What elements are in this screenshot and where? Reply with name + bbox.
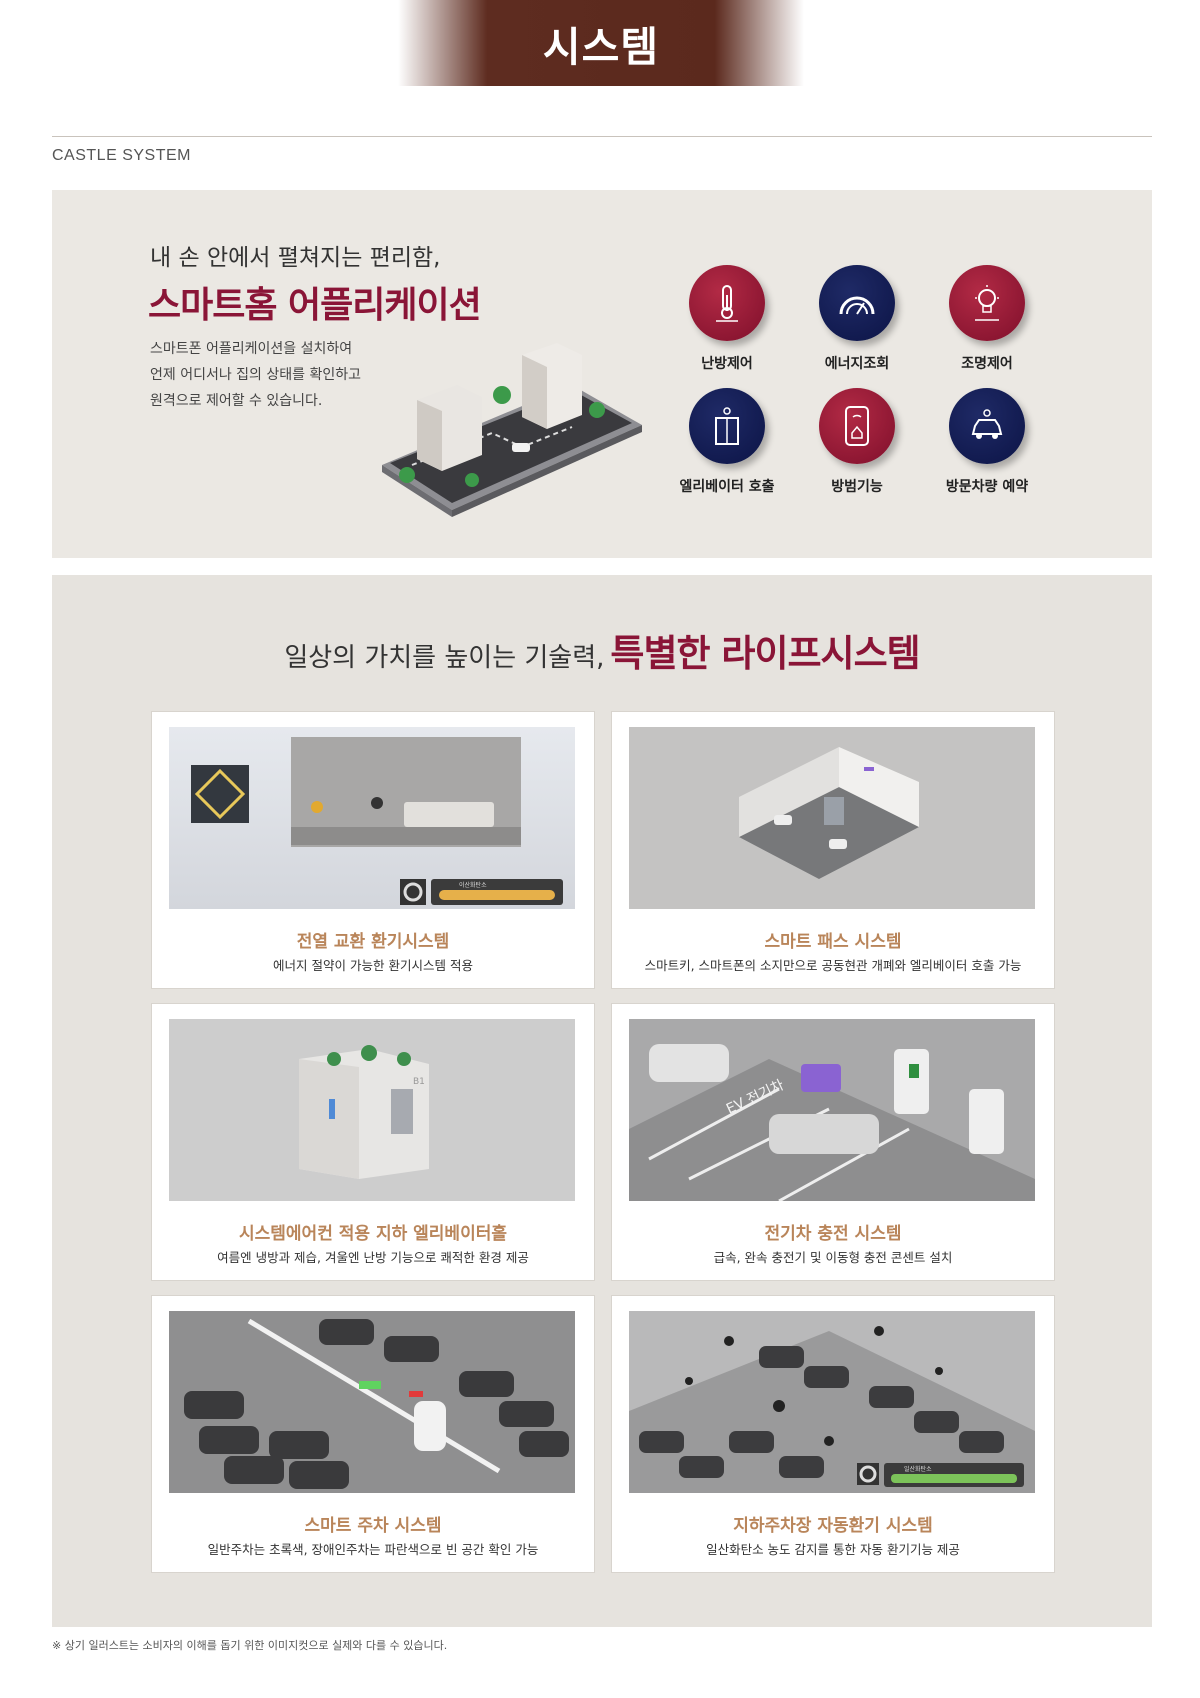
parking-ventilation-illustration: 일산화탄소 <box>629 1311 1035 1493</box>
feature-lighting[interactable]: 조명제어 <box>937 265 1037 373</box>
feature-visitor-car[interactable]: 방문차량 예약 <box>937 388 1037 496</box>
smart-parking-illustration <box>169 1311 575 1493</box>
page-title: 시스템 <box>542 23 660 71</box>
ev-charging-illustration: EV 전기차 <box>629 1019 1035 1201</box>
card-description: 에너지 절약이 가능한 환기시스템 적용 <box>273 958 473 973</box>
card-description: 일반주차는 초록색, 장애인주차는 파란색으로 빈 공간 확인 가능 <box>207 1542 539 1557</box>
life-heading-emphasis: 특별한 라이프시스템 <box>610 632 920 675</box>
card-elevator-hall-ac[interactable]: B1 시스템에어컨 적용 지하 엘리베이터홀 여름엔 냉방과 제습, 겨울엔 난… <box>151 1003 595 1281</box>
section-label: CASTLE SYSTEM <box>52 147 191 164</box>
card-title: 전기차 충전 시스템 <box>764 1224 902 1244</box>
thermometer-icon <box>689 265 765 341</box>
card-title: 스마트 주차 시스템 <box>304 1516 442 1536</box>
divider <box>52 136 1152 137</box>
elevator-hall-illustration: B1 <box>169 1019 575 1201</box>
feature-heating[interactable]: 난방제어 <box>677 265 777 373</box>
life-heading: 일상의 가치를 높이는 기술력,특별한 라이프시스템 <box>52 623 1152 677</box>
feature-label: 에너지조회 <box>824 356 890 372</box>
smart-home-panel: 내 손 안에서 펼쳐지는 편리함, 스마트홈 어플리케이션 스마트폰 어플리케이… <box>52 190 1152 558</box>
feature-label: 엘리베이터 호출 <box>679 479 775 495</box>
elevator-icon <box>689 388 765 464</box>
co-badge-label: 일산화탄소 <box>904 1465 932 1473</box>
card-ventilation[interactable]: 이산화탄소 전열 교환 환기시스템 에너지 절약이 가능한 환기시스템 적용 <box>151 711 595 989</box>
card-title: 전열 교환 환기시스템 <box>296 932 450 952</box>
app-description: 스마트폰 어플리케이션을 설치하여 언제 어디서나 집의 상태를 확인하고 원격… <box>150 341 361 409</box>
feature-label: 난방제어 <box>701 356 753 372</box>
car-icon <box>949 388 1025 464</box>
page-banner: 시스템 <box>398 0 804 86</box>
card-parking-ventilation[interactable]: 일산화탄소 지하주차장 자동환기 시스템 일산화탄소 농도 감지를 통한 자동 … <box>611 1295 1055 1573</box>
card-description: 여름엔 냉방과 제습, 겨울엔 난방 기능으로 쾌적한 환경 제공 <box>217 1250 529 1265</box>
card-description: 일산화탄소 농도 감지를 통한 자동 환기기능 제공 <box>706 1542 960 1557</box>
life-system-panel: 일상의 가치를 높이는 기술력,특별한 라이프시스템 이산화탄소 전열 교환 환… <box>52 575 1152 1627</box>
card-description: 스마트키, 스마트폰의 소지만으로 공동현관 개폐와 엘리베이터 호출 가능 <box>644 958 1022 973</box>
card-smart-parking[interactable]: 스마트 주차 시스템 일반주차는 초록색, 장애인주차는 파란색으로 빈 공간 … <box>151 1295 595 1573</box>
smartphone-city-illustration <box>382 343 642 517</box>
lightbulb-icon <box>949 265 1025 341</box>
feature-label: 방문차량 예약 <box>945 479 1029 495</box>
feature-label: 방범기능 <box>831 479 883 495</box>
card-smart-pass[interactable]: 스마트 패스 시스템 스마트키, 스마트폰의 소지만으로 공동현관 개폐와 엘리… <box>611 711 1055 989</box>
feature-energy[interactable]: 에너지조회 <box>807 265 907 373</box>
gauge-icon <box>819 265 895 341</box>
floor-b1-label: B1 <box>413 1077 425 1087</box>
card-title: 시스템에어컨 적용 지하 엘리베이터홀 <box>239 1224 507 1244</box>
feature-elevator[interactable]: 엘리베이터 호출 <box>677 388 777 496</box>
app-intro: 내 손 안에서 펼쳐지는 편리함, <box>150 245 441 271</box>
feature-security[interactable]: 방범기능 <box>807 388 907 496</box>
card-ev-charging[interactable]: EV 전기차 전기차 충전 시스템 급속, 완속 충전기 및 이동형 충전 콘센… <box>611 1003 1055 1281</box>
co2-badge-label: 이산화탄소 <box>459 881 487 889</box>
ventilation-illustration: 이산화탄소 <box>169 727 575 909</box>
feature-label: 조명제어 <box>961 356 1013 372</box>
phone-security-icon <box>819 388 895 464</box>
life-heading-lead: 일상의 가치를 높이는 기술력, <box>284 643 605 673</box>
card-title: 스마트 패스 시스템 <box>764 932 902 952</box>
disclaimer-footnote: ※ 상기 일러스트는 소비자의 이해를 돕기 위한 이미지컷으로 실제와 다를 … <box>52 1639 448 1652</box>
app-title: 스마트홈 어플리케이션 <box>148 285 482 326</box>
card-title: 지하주차장 자동환기 시스템 <box>733 1516 933 1536</box>
card-description: 급속, 완속 충전기 및 이동형 충전 콘센트 설치 <box>713 1250 953 1265</box>
smart-pass-illustration <box>629 727 1035 909</box>
